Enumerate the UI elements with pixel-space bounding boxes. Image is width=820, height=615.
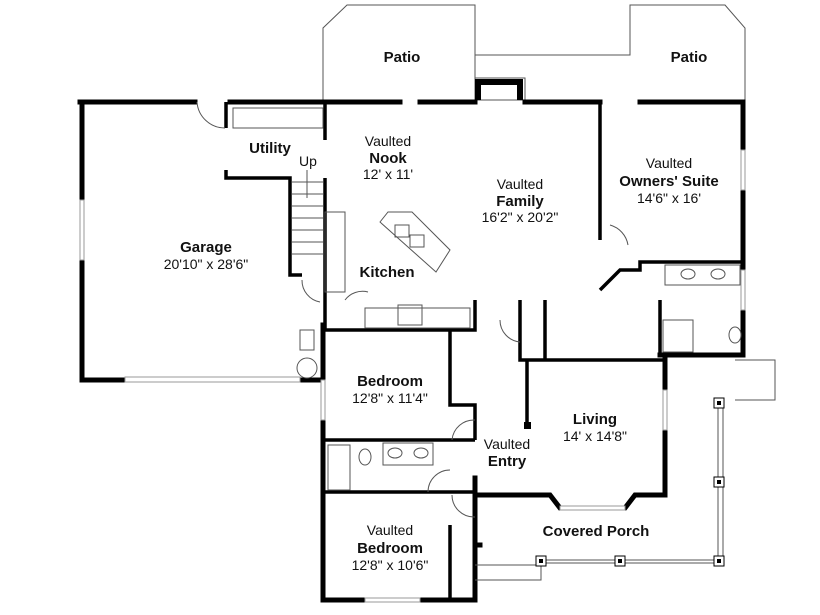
- family-size: 16'2" x 20'2": [482, 209, 559, 225]
- bedroom1-size: 12'8" x 11'4": [352, 390, 428, 406]
- owners-suite-name: Owners' Suite: [619, 173, 718, 190]
- porch-railing: [475, 359, 776, 581]
- family-name: Family: [496, 193, 544, 210]
- patio-outline: [322, 4, 746, 100]
- porch-posts: [535, 397, 725, 567]
- bedroom2-size: 12'8" x 10'6": [352, 557, 429, 573]
- bedroom2-qualifier: Vaulted: [367, 522, 413, 538]
- owners-suite-qualifier: Vaulted: [646, 155, 692, 171]
- living-name: Living: [573, 411, 617, 428]
- entry-qualifier: Vaulted: [484, 436, 530, 452]
- porch-name: Covered Porch: [543, 523, 650, 540]
- stairs: [292, 170, 323, 255]
- garage-name: Garage: [180, 239, 232, 256]
- patio-right-label: Patio: [671, 49, 708, 66]
- owners-suite-size: 14'6" x 16': [637, 190, 701, 206]
- patio-left-label: Patio: [384, 49, 421, 66]
- nook-qualifier: Vaulted: [365, 133, 411, 149]
- family-qualifier: Vaulted: [497, 176, 543, 192]
- stairs-up-label: Up: [299, 153, 317, 169]
- doors: [196, 101, 629, 518]
- bedroom2-name: Bedroom: [357, 540, 423, 557]
- nook-size: 12' x 11': [363, 166, 413, 182]
- utility-label: Utility: [249, 140, 291, 157]
- garage-size: 20'10" x 28'6": [164, 256, 249, 272]
- counters: [232, 107, 742, 491]
- exterior-walls: [77, 99, 746, 603]
- kitchen-island: [379, 211, 451, 273]
- garage-door: [124, 376, 301, 383]
- windows: [79, 149, 746, 603]
- interior-walls: [224, 102, 743, 600]
- bedroom1-name: Bedroom: [357, 373, 423, 390]
- living-size: 14' x 14'8": [563, 428, 627, 444]
- entry-name: Entry: [488, 453, 527, 470]
- kitchen-name: Kitchen: [359, 264, 414, 281]
- nook-name: Nook: [369, 150, 407, 167]
- fireplace: [474, 77, 526, 101]
